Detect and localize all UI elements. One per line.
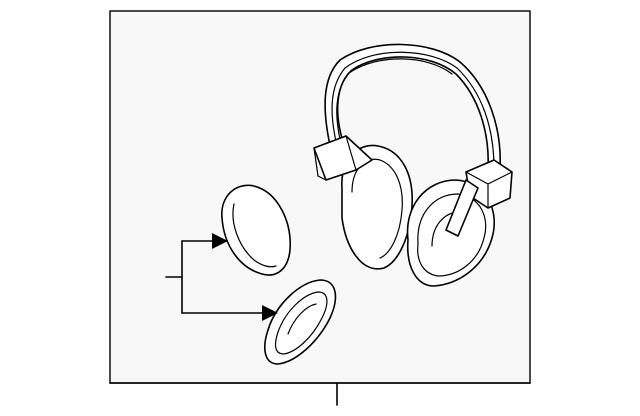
callout-arrow-lower-head [262, 305, 278, 321]
headset-illustration [313, 43, 513, 287]
cushion-round-edge [232, 203, 277, 268]
cushion-oval-slot [287, 303, 317, 335]
callout-bracket [165, 233, 278, 321]
hinge-right-arm [445, 179, 479, 237]
hinge-left-edge [313, 147, 327, 181]
hinge-left-fold [345, 135, 357, 171]
ear-cushion-oval [264, 279, 337, 365]
hinge-left [313, 135, 373, 181]
cushion-round-face [221, 184, 291, 276]
ear-cup-right-rim [417, 193, 487, 277]
headband-groove-2 [336, 58, 453, 145]
headband-groove-1 [331, 51, 495, 169]
callout-arrow-upper-head [212, 233, 228, 249]
ear-cup-left [341, 144, 413, 270]
ear-cushion-round [221, 184, 291, 276]
cushion-oval-inner [274, 291, 328, 355]
cushion-oval-outer [264, 279, 337, 365]
